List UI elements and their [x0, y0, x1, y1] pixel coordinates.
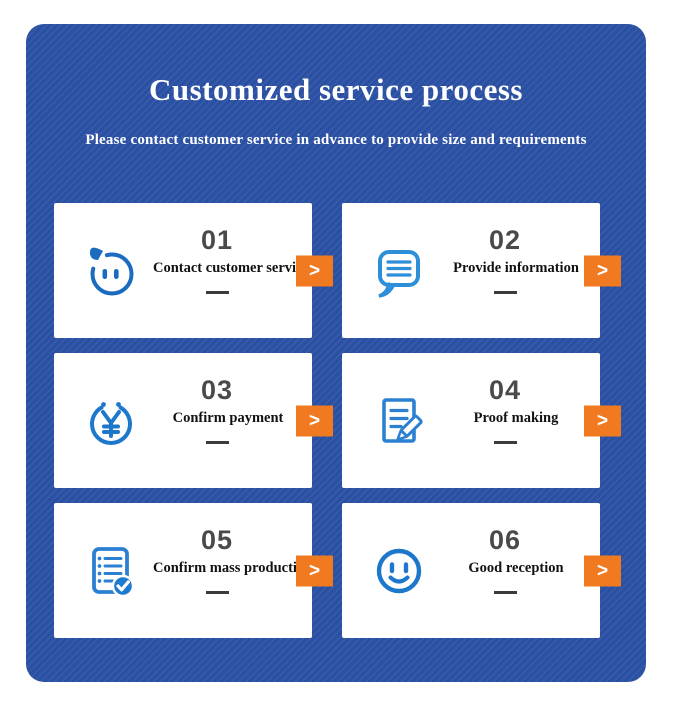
step-dash	[205, 591, 229, 594]
speech-bubble-lines-icon	[370, 242, 428, 300]
checklist-check-icon	[82, 542, 140, 600]
step-arrow-button[interactable]: >	[584, 255, 621, 286]
step-label: Provide information	[453, 260, 579, 276]
step-dash	[205, 291, 229, 294]
smiley-face-icon	[370, 542, 428, 600]
step-dash	[493, 441, 517, 444]
step-number: 03	[200, 375, 234, 405]
step-number: 02	[488, 225, 522, 255]
step-label: Confirm payment	[172, 410, 284, 426]
step-card-03: 03 Confirm payment >	[54, 353, 333, 488]
panel-header: Customized service process Please contac…	[26, 24, 646, 149]
step-arrow-button[interactable]: >	[296, 555, 333, 586]
chat-face-icon	[82, 242, 140, 300]
step-card-05: 05 Confirm mass production >	[54, 503, 333, 638]
step-content: 02 Provide information	[430, 227, 580, 294]
step-label: Contact customer service	[153, 260, 309, 276]
step-content: 05 Confirm mass production	[142, 525, 312, 594]
step-number: 01	[200, 225, 234, 255]
steps-grid: 01 Contact customer service > 02 Provide…	[54, 203, 621, 638]
step-dash	[493, 591, 517, 594]
step-card-02: 02 Provide information >	[342, 203, 621, 338]
step-card-04: 04 Proof making >	[342, 353, 621, 488]
page-subtitle: Please contact customer service in advan…	[85, 132, 587, 148]
step-dash	[493, 291, 517, 294]
step-arrow-button[interactable]: >	[296, 255, 333, 286]
document-pencil-icon	[370, 392, 428, 450]
step-arrow-button[interactable]: >	[584, 555, 621, 586]
page-title: Customized service process	[148, 72, 523, 107]
step-number: 04	[488, 375, 522, 405]
step-content: 06 Good reception	[430, 527, 580, 594]
step-label: Confirm mass production	[153, 560, 313, 576]
step-card-01: 01 Contact customer service >	[54, 203, 333, 338]
step-arrow-button[interactable]: >	[296, 405, 333, 436]
step-number: 06	[488, 525, 522, 555]
yen-coin-icon	[82, 392, 140, 450]
step-number: 05	[200, 525, 234, 555]
step-dash	[205, 441, 229, 444]
step-label: Good reception	[468, 560, 564, 576]
service-process-panel: Customized service process Please contac…	[26, 24, 646, 682]
step-card-06: 06 Good reception >	[342, 503, 621, 638]
step-content: 03 Confirm payment	[142, 377, 292, 444]
step-label: Proof making	[473, 410, 559, 426]
step-content: 01 Contact customer service	[142, 225, 309, 294]
step-content: 04 Proof making	[430, 377, 580, 444]
step-arrow-button[interactable]: >	[584, 405, 621, 436]
